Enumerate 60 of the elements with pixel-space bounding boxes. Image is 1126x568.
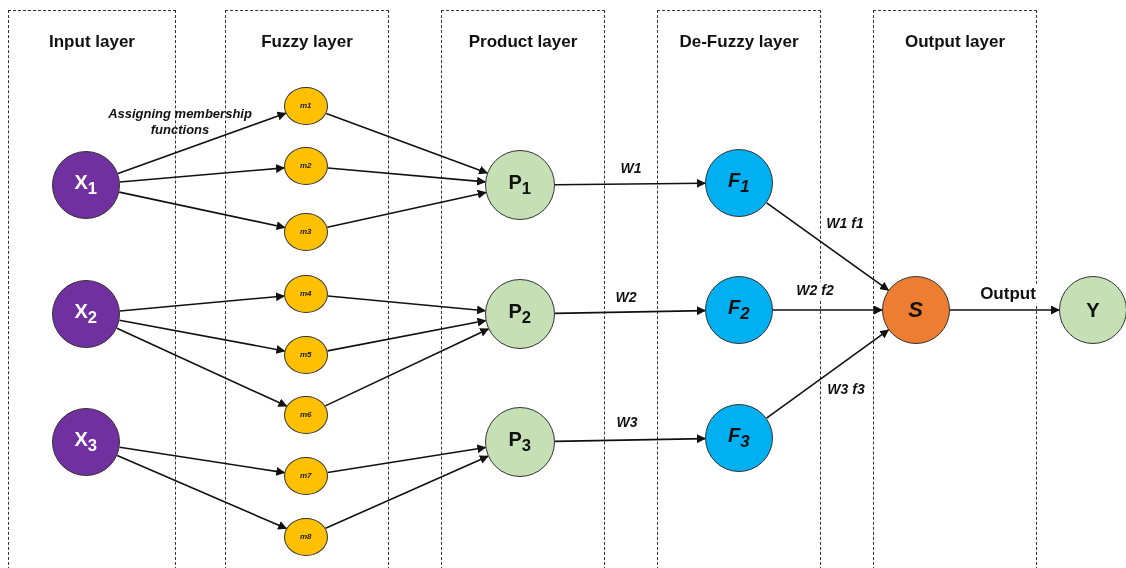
edge-label: W2 f2: [794, 281, 836, 299]
arrow: [554, 178, 706, 188]
arrow: [326, 189, 487, 229]
membership-node-ellipse: [283, 146, 328, 185]
edge-label: Output: [978, 283, 1038, 305]
membership-node-ellipse: [283, 335, 328, 374]
membership-node-ellipse: [283, 456, 328, 495]
arrow: [326, 317, 487, 352]
layer-title: Output layer: [903, 31, 1007, 53]
arrow: [327, 295, 487, 315]
arrow: [118, 446, 286, 476]
membership-node-ellipse: [283, 274, 328, 313]
arrow: [119, 164, 285, 183]
node-label: X$_{1}$: [74, 170, 97, 199]
node-label: m6: [299, 410, 312, 420]
node-label: m4: [299, 289, 312, 299]
layer-band: [657, 10, 821, 568]
arrow: [116, 454, 288, 530]
node-label: m3: [299, 227, 312, 237]
membership-node-ellipse: [283, 517, 328, 556]
arrow: [119, 292, 285, 312]
node-label: S: [908, 296, 924, 323]
node-label: m1: [299, 101, 312, 111]
layer-band: [441, 10, 605, 568]
edge-label: Assigning membership functions: [107, 106, 253, 138]
node-label: m2: [299, 161, 312, 171]
arrow: [772, 305, 883, 315]
membership-node-ellipse: [283, 212, 328, 251]
arrow: [116, 327, 288, 407]
arrow: [118, 319, 286, 354]
node-label: F$_{2}$: [727, 295, 750, 324]
arrow: [765, 202, 890, 291]
layer-title: Fuzzy layer: [260, 31, 354, 53]
arrow: [554, 306, 706, 316]
layer-title: Product layer: [467, 31, 579, 53]
node-label: m5: [299, 350, 312, 360]
membership-node-ellipse: [283, 395, 328, 434]
arrow: [949, 305, 1060, 315]
node-label: P$_{1}$: [508, 170, 531, 199]
arrow: [118, 191, 286, 231]
node-label: X$_{3}$: [74, 427, 97, 456]
node-label: P$_{3}$: [508, 427, 531, 456]
arrow: [554, 434, 706, 444]
arrow: [117, 111, 287, 175]
membership-node-ellipse: [283, 86, 328, 125]
arrow: [325, 112, 488, 175]
arrow: [324, 455, 489, 530]
arrow: [327, 167, 487, 186]
layer-title: De-Fuzzy layer: [678, 31, 800, 53]
node-label: P$_{2}$: [508, 299, 531, 328]
arrow: [326, 444, 487, 474]
node-label: F$_{3}$: [727, 423, 750, 452]
node-label: m8: [299, 532, 312, 542]
node-label: F$_{1}$: [727, 168, 750, 197]
arrow: [765, 329, 890, 419]
node-label: X$_{2}$: [74, 299, 97, 328]
node-label: m7: [299, 471, 312, 481]
layer-title: Input layer: [48, 31, 136, 53]
node-label: Y: [1086, 298, 1100, 322]
arrow: [324, 328, 490, 407]
